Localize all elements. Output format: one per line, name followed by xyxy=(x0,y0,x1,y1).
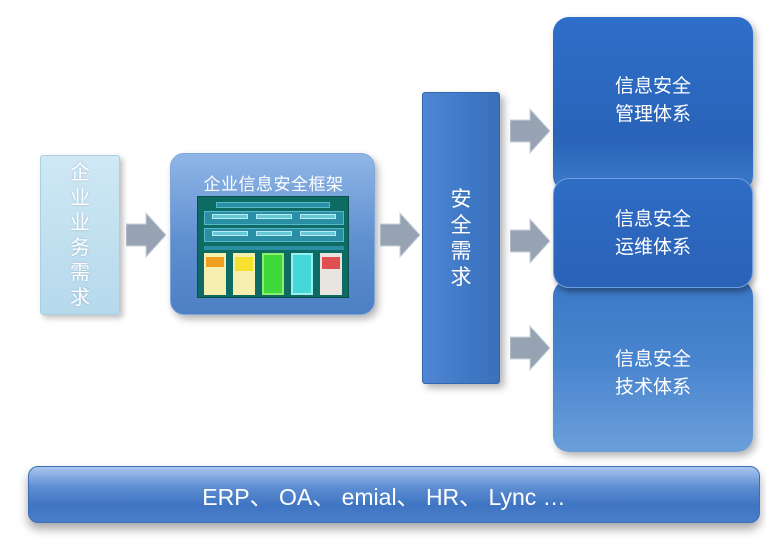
arrow-right-icon xyxy=(510,217,550,265)
business-requirements-label: 企业业务需求 xyxy=(70,160,90,309)
arrow-right-icon xyxy=(510,324,550,372)
framework-thumbnail xyxy=(197,196,349,298)
operations-system-line1: 信息安全 xyxy=(614,208,691,230)
applications-label: ERP、 OA、 emial、 HR、 Lync … xyxy=(202,483,566,510)
business-requirements-box: 企业业务需求 xyxy=(40,155,120,315)
applications-bar: ERP、 OA、 emial、 HR、 Lync … xyxy=(28,466,760,523)
operations-system-line2: 运维体系 xyxy=(614,236,691,258)
framework-title: 企业信息安全框架 xyxy=(203,175,344,195)
arrow-right-icon xyxy=(380,211,420,259)
technology-system-line1: 信息安全 xyxy=(614,348,691,370)
management-system-line1: 信息安全 xyxy=(614,74,691,97)
technology-system-line2: 技术体系 xyxy=(614,376,691,398)
arrow-right-icon xyxy=(510,107,550,155)
management-system-box: 信息安全 管理体系 xyxy=(553,17,753,192)
operations-system-box: 信息安全 运维体系 xyxy=(553,178,753,288)
security-framework-box: 企业信息安全框架 xyxy=(170,153,375,315)
security-requirements-label: 安全需求 xyxy=(450,187,472,289)
security-requirements-box: 安全需求 xyxy=(422,92,500,384)
management-system-line2: 管理体系 xyxy=(614,102,691,125)
technology-system-box: 信息安全 技术体系 xyxy=(553,280,753,452)
arrow-right-icon xyxy=(126,211,166,259)
